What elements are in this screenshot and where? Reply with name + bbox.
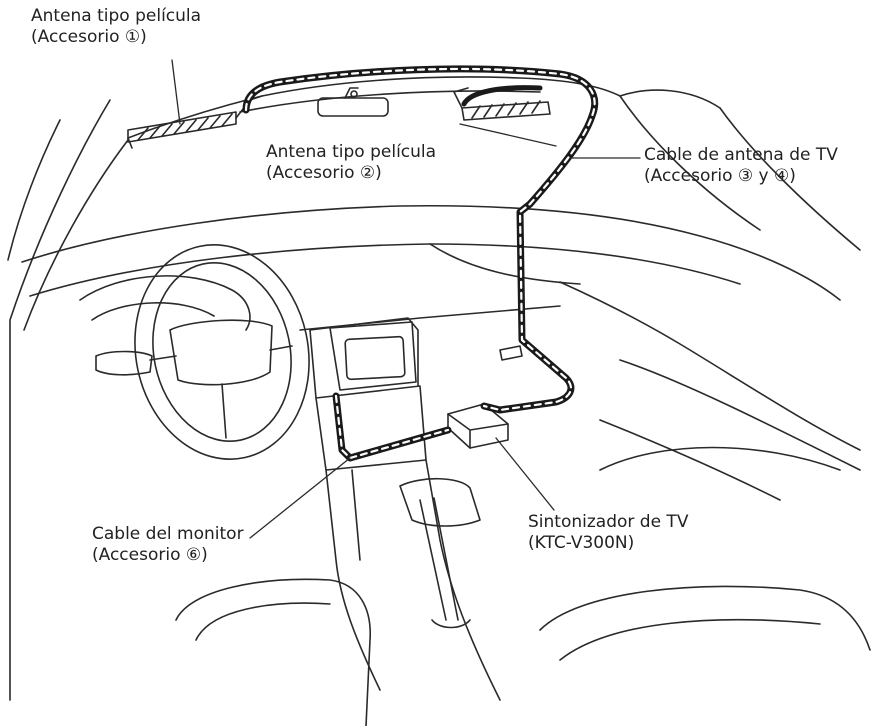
- film-antenna-2-accessory: (Accesorio ②): [266, 163, 382, 183]
- tv-antenna-cable-title: Cable de antena de TV: [644, 145, 838, 165]
- seats: [175, 446, 871, 726]
- leader-lines: [171, 59, 641, 539]
- tv-antenna-cable-accessory: (Accesorio ③ y ④): [644, 166, 796, 186]
- monitor-cable-label: Cable del monitor (Accesorio ⑥): [92, 524, 244, 566]
- tv-antenna-cable-label: Cable de antena de TV (Accesorio ③ y ④): [644, 145, 838, 187]
- right-door-panel: [499, 345, 861, 501]
- center-console: [309, 317, 501, 701]
- a-pillars: [7, 95, 861, 701]
- film-antenna-1-title: Antena tipo película: [31, 6, 202, 26]
- film-antenna-1-accessory: (Accesorio ①): [31, 27, 147, 47]
- gear-shifter: [399, 477, 481, 629]
- steering-wheel: [134, 244, 310, 460]
- monitor-cable-accessory: (Accesorio ⑥): [92, 545, 208, 565]
- dashboard: [21, 204, 861, 451]
- instrument-cluster: [79, 275, 251, 331]
- film-antenna-2-title: Antena tipo película: [266, 142, 437, 162]
- tv-tuner-model: (KTC-V300N): [528, 533, 635, 553]
- film-antenna-2: [453, 87, 551, 121]
- monitor-cable: [332, 392, 452, 462]
- film-antenna-1: [127, 95, 263, 143]
- monitor-cable-title: Cable del monitor: [92, 524, 244, 544]
- control-stalk: [95, 350, 153, 376]
- rear-view-mirror: [317, 87, 389, 117]
- film-antenna-2-label: Antena tipo película (Accesorio ②): [266, 142, 436, 184]
- tv-tuner-title: Sintonizador de TV: [528, 512, 689, 532]
- tv-tuner-label: Sintonizador de TV (KTC-V300N): [528, 512, 688, 554]
- film-antenna-1-label: Antena tipo película (Accesorio ①): [31, 6, 201, 48]
- tv-antenna-cable: [242, 65, 599, 414]
